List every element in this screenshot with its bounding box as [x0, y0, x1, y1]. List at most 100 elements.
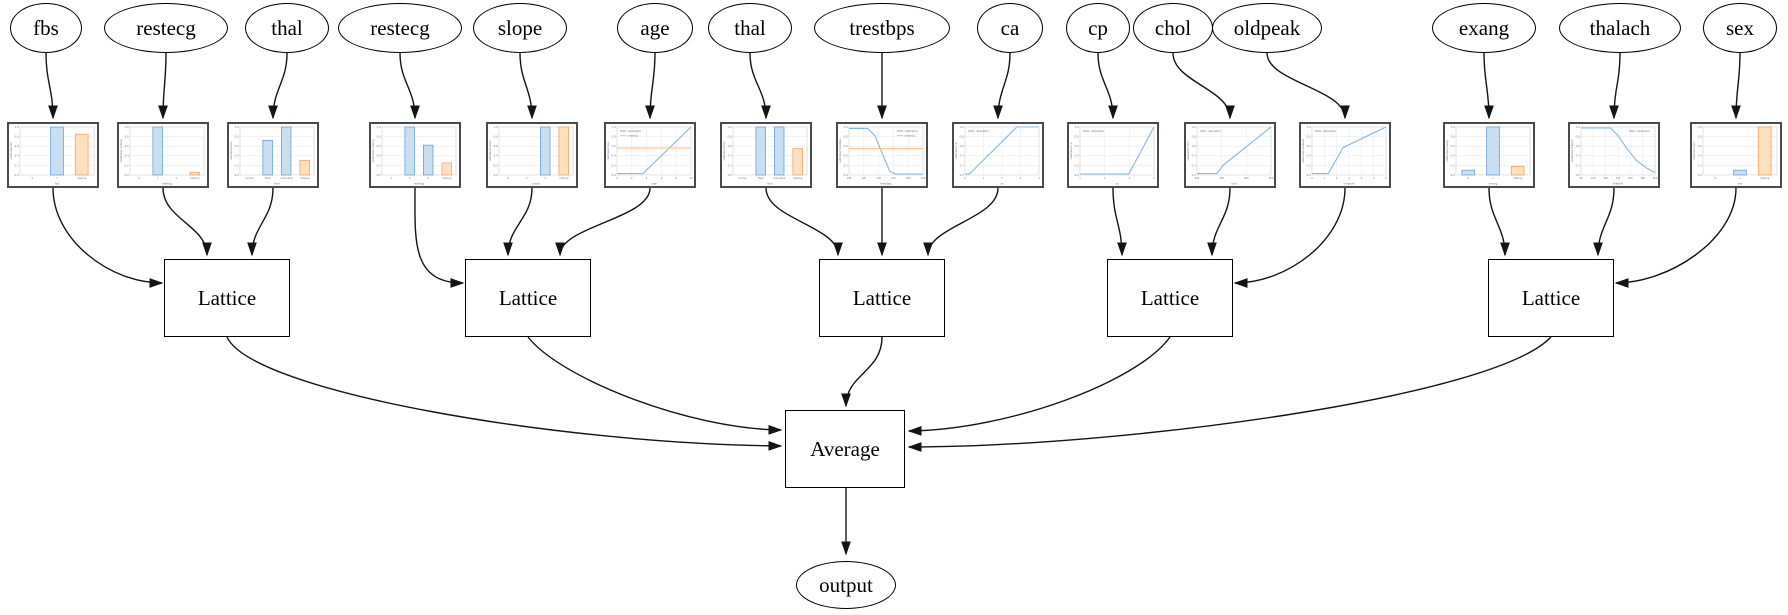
svg-text:1: 1 [983, 177, 985, 180]
svg-text:2: 2 [544, 177, 546, 180]
series-line-calibrated [617, 126, 692, 175]
svg-text:1.0: 1.0 [1451, 125, 1455, 129]
svg-text:0.2: 0.2 [1576, 163, 1580, 167]
svg-text:trestbps: trestbps [880, 182, 892, 186]
legend-label: calibrated [1637, 129, 1650, 133]
edge-arrow [399, 52, 420, 120]
svg-text:300: 300 [1219, 177, 1224, 180]
legend-label: missing [628, 133, 638, 137]
svg-text:calibrated thal: calibrated thal [722, 141, 726, 160]
svg-text:180: 180 [906, 177, 911, 180]
input-node-label: slope [497, 15, 543, 40]
bar-missing [558, 126, 569, 176]
svg-text:0.8: 0.8 [125, 135, 129, 139]
bar-missing [1757, 126, 1772, 176]
svg-text:0.4: 0.4 [1192, 154, 1196, 158]
legend-label: missing [905, 133, 915, 137]
svg-text:0.0: 0.0 [728, 173, 732, 177]
svg-text:0: 0 [507, 177, 509, 180]
input-node-sex-14: sex [1703, 3, 1777, 53]
svg-text:exang: exang [1489, 182, 1498, 186]
edge-arrow [162, 187, 212, 257]
svg-text:calibrated fbs: calibrated fbs [9, 141, 13, 159]
svg-text:calibrated age: calibrated age [606, 141, 610, 160]
svg-text:1.0: 1.0 [125, 125, 129, 129]
bar-fixed [755, 126, 766, 176]
svg-text:0.6: 0.6 [1451, 144, 1455, 148]
svg-text:reversible: reversible [773, 177, 785, 180]
svg-text:chol: chol [1231, 182, 1237, 186]
svg-text:1.0: 1.0 [612, 125, 616, 129]
edge-arrow [503, 187, 533, 257]
svg-text:0.0: 0.0 [377, 173, 381, 177]
svg-text:0: 0 [138, 177, 140, 180]
svg-text:6: 6 [661, 177, 663, 180]
svg-text:normal: normal [738, 177, 747, 180]
edge-arrow [1266, 52, 1350, 120]
svg-text:0.8: 0.8 [1075, 135, 1079, 139]
svg-text:0.6: 0.6 [494, 144, 498, 148]
svg-text:0: 0 [1311, 177, 1313, 180]
input-node-restecg-3: restecg [338, 3, 462, 53]
svg-text:0.0: 0.0 [1192, 173, 1196, 177]
svg-text:missing: missing [77, 177, 87, 180]
input-node-fbs-0: fbs [10, 3, 82, 53]
edge-arrow [749, 52, 771, 120]
svg-text:calibrated oldpeak: calibrated oldpeak [1301, 138, 1305, 163]
svg-text:0.2: 0.2 [844, 163, 848, 167]
svg-text:sex: sex [1738, 182, 1743, 186]
bar-1 [1733, 169, 1747, 176]
svg-text:age: age [651, 182, 656, 186]
svg-text:1: 1 [1324, 177, 1326, 180]
input-node-label: thalach [1589, 15, 1651, 40]
svg-text:restecg: restecg [162, 182, 173, 186]
edge-arrow [527, 336, 783, 435]
svg-text:0.4: 0.4 [235, 154, 239, 158]
edge-arrow [1483, 52, 1494, 120]
svg-text:0.2: 0.2 [728, 163, 732, 167]
svg-text:0.4: 0.4 [125, 154, 129, 158]
svg-text:0.2: 0.2 [1192, 163, 1196, 167]
edge-arrow [841, 336, 883, 408]
svg-text:0.4: 0.4 [1307, 154, 1311, 158]
svg-text:100: 100 [847, 177, 852, 180]
svg-text:1: 1 [526, 177, 528, 180]
svg-text:4: 4 [1361, 177, 1363, 180]
svg-text:missing: missing [1513, 177, 1523, 180]
svg-text:1: 1 [1739, 177, 1741, 180]
input-node-label: restecg [136, 15, 196, 40]
edge-arrow [1233, 187, 1346, 288]
svg-text:0.4: 0.4 [612, 154, 616, 158]
svg-text:2: 2 [631, 177, 633, 180]
svg-text:1: 1 [409, 177, 411, 180]
svg-text:calibrated thalach: calibrated thalach [1570, 139, 1574, 163]
bar-2 [423, 144, 434, 176]
output-node-label: output [819, 572, 873, 597]
lattice-node-label: Lattice [197, 285, 257, 310]
legend-label: calibrated [1323, 129, 1336, 133]
svg-text:0.0: 0.0 [960, 173, 964, 177]
svg-text:calibrated thal: calibrated thal [229, 141, 233, 160]
svg-text:1.0: 1.0 [1576, 125, 1580, 129]
svg-text:1.0: 1.0 [844, 125, 848, 129]
svg-text:1: 1 [1492, 177, 1494, 180]
svg-text:0.0: 0.0 [844, 173, 848, 177]
edge-arrow [247, 187, 274, 257]
lattice-node-label: Lattice [852, 285, 912, 310]
svg-text:0.4: 0.4 [844, 154, 848, 158]
input-node-label: sex [1726, 15, 1754, 40]
svg-text:calibrated chol: calibrated chol [1186, 141, 1190, 160]
svg-text:0.2: 0.2 [494, 163, 498, 167]
svg-text:0: 0 [390, 177, 392, 180]
svg-text:3: 3 [1129, 177, 1131, 180]
